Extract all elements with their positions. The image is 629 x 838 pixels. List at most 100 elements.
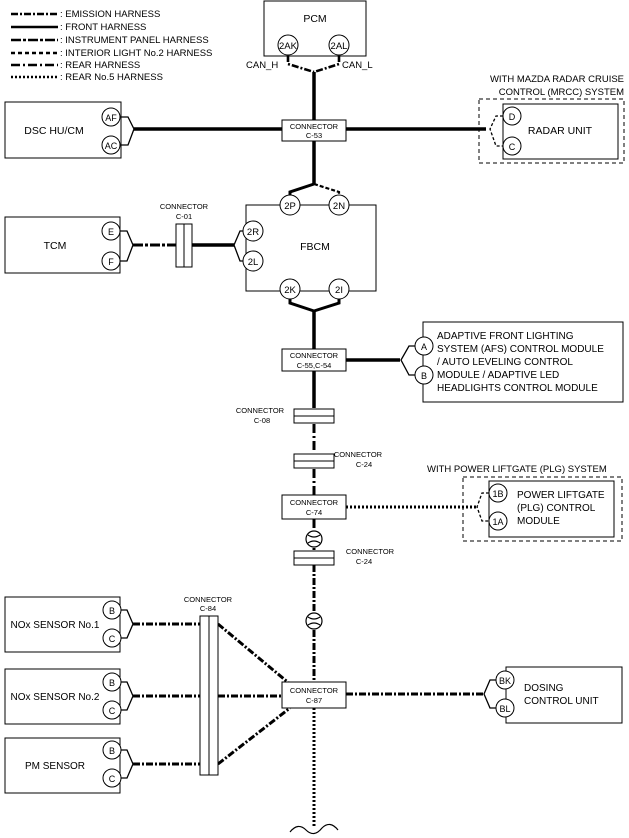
nox1-pin-b bbox=[102, 600, 122, 620]
afs-label-line3: / AUTO LEVELING CONTROL bbox=[437, 357, 573, 368]
wire-fbcm-2k bbox=[288, 298, 315, 313]
fbcm-pin-2p-label: 2P bbox=[284, 201, 296, 212]
pm-pin-c bbox=[102, 768, 122, 788]
legend: : EMISSION HARNESS : FRONT HARNESS : INS… bbox=[11, 9, 212, 83]
legend-rear-label: : REAR HARNESS bbox=[60, 60, 140, 71]
pcm-label: PCM bbox=[303, 13, 326, 25]
plg-pin-1b-label: 1B bbox=[492, 489, 503, 499]
wire-break-symbol bbox=[289, 823, 339, 835]
mrcc-note-line2: CONTROL (MRCC) SYSTEM bbox=[499, 87, 624, 98]
radar-pin-c-label: C bbox=[509, 142, 516, 152]
fbcm-pin-2r-label: 2R bbox=[247, 227, 259, 238]
afs-pin-a bbox=[414, 336, 434, 356]
afs-module[interactable]: ADAPTIVE FRONT LIGHTING SYSTEM (AFS) CON… bbox=[414, 321, 624, 403]
plg-label-line1: POWER LIFTGATE bbox=[517, 490, 605, 501]
fbcm-pin-2l-label: 2L bbox=[248, 257, 259, 268]
connector-c08-id: C-08 bbox=[254, 416, 270, 425]
legend-front-label: : FRONT HARNESS bbox=[60, 22, 146, 33]
connector-c24-lower-id: C-24 bbox=[356, 557, 372, 566]
fbcm-label: FBCM bbox=[300, 241, 330, 253]
connector-c24-upper: CONNECTOR C-24 bbox=[293, 450, 383, 469]
connector-c55-id: C-55,C-54 bbox=[297, 361, 332, 370]
connector-c24-upper-label: CONNECTOR bbox=[334, 450, 383, 459]
tcm-label: TCM bbox=[44, 240, 67, 252]
fbcm-module[interactable]: FBCM 2P 2N 2R 2L 2K 2I bbox=[242, 194, 377, 300]
pm-pin-c-label: C bbox=[109, 774, 116, 784]
wire-c84-c87-3 bbox=[217, 706, 291, 766]
nox-sensor-1[interactable]: NOx SENSOR No.1 B C bbox=[4, 596, 122, 653]
nox1-pin-c-label: C bbox=[109, 634, 116, 644]
dsc-label: DSC HU/CM bbox=[24, 125, 84, 137]
radar-module[interactable]: RADAR UNIT D C bbox=[502, 103, 619, 160]
dosing-label-line2: CONTROL UNIT bbox=[524, 696, 599, 707]
connector-c84: CONNECTOR C-84 bbox=[184, 595, 233, 776]
mrcc-note-line1: WITH MAZDA RADAR CRUISE bbox=[490, 74, 624, 85]
plg-label-line2: (PLG) CONTROL bbox=[517, 503, 596, 514]
fbcm-pin-2i bbox=[328, 278, 350, 300]
connector-c53: CONNECTOR C-53 bbox=[281, 119, 347, 142]
dosing-pin-bk bbox=[495, 670, 515, 690]
plg-note: WITH POWER LIFTGATE (PLG) SYSTEM bbox=[427, 464, 607, 475]
pcm-pin-2al bbox=[328, 34, 350, 56]
dosing-pin-bk-label: BK bbox=[499, 676, 511, 686]
fbcm-pin-2n-label: 2N bbox=[333, 201, 345, 212]
wire-nox2-split bbox=[121, 681, 134, 711]
fbcm-pin-2r bbox=[242, 220, 264, 242]
nox2-pin-c-label: C bbox=[109, 706, 116, 716]
wire-pcm-l bbox=[313, 55, 341, 74]
dosing-pin-bl bbox=[495, 698, 515, 718]
nox1-pin-b-label: B bbox=[109, 606, 115, 616]
afs-pin-b-label: B bbox=[421, 371, 427, 381]
fbcm-pin-2k-label: 2K bbox=[284, 285, 296, 296]
connector-c55-label: CONNECTOR bbox=[290, 351, 339, 360]
wiring bbox=[120, 55, 503, 835]
afs-label-line4: MODULE / ADAPTIVE LED bbox=[437, 370, 559, 381]
pm-sensor[interactable]: PM SENSOR B C bbox=[4, 737, 122, 794]
connector-c01-label: CONNECTOR bbox=[160, 202, 209, 211]
connector-c24-upper-id: C-24 bbox=[356, 460, 372, 469]
wire-fbcm-2i bbox=[313, 298, 341, 313]
wire-plg-split bbox=[476, 492, 489, 522]
radar-label: RADAR UNIT bbox=[528, 125, 593, 137]
connector-c87: CONNECTOR C-87 bbox=[281, 681, 347, 709]
connector-c84-label: CONNECTOR bbox=[184, 595, 233, 604]
connector-c87-label: CONNECTOR bbox=[290, 686, 339, 695]
afs-label-line1: ADAPTIVE FRONT LIGHTING bbox=[437, 331, 574, 342]
afs-pin-b bbox=[414, 365, 434, 385]
nox1-label: NOx SENSOR No.1 bbox=[11, 620, 100, 631]
nox2-label: NOx SENSOR No.2 bbox=[11, 692, 100, 703]
nox2-pin-b-label: B bbox=[109, 678, 115, 688]
connector-c01-id: C-01 bbox=[176, 212, 192, 221]
legend-emission-label: : EMISSION HARNESS bbox=[60, 9, 160, 20]
twisted-pair-icon-lower bbox=[305, 612, 323, 630]
tcm-pin-f bbox=[101, 251, 121, 271]
plg-label-line3: MODULE bbox=[517, 516, 560, 527]
pcm-pin-2ak bbox=[277, 34, 299, 56]
dsc-pin-af bbox=[101, 107, 121, 127]
dosing-label-line1: DOSING bbox=[524, 683, 564, 694]
pcm-module[interactable]: PCM 2AK 2AL bbox=[263, 0, 367, 57]
nox2-pin-b bbox=[102, 672, 122, 692]
tcm-pin-f-label: F bbox=[108, 257, 114, 267]
wire-fbcm-2r-2l bbox=[233, 230, 245, 262]
tcm-pin-e bbox=[101, 221, 121, 241]
dsc-pin-ac bbox=[101, 135, 121, 155]
dsc-module[interactable]: DSC HU/CM AF AC bbox=[4, 101, 122, 159]
nox-sensor-2[interactable]: NOx SENSOR No.2 B C bbox=[4, 668, 122, 725]
can-l-label: CAN_L bbox=[342, 60, 373, 71]
tcm-module[interactable]: TCM E F bbox=[4, 216, 121, 274]
afs-label-line2: SYSTEM (AFS) CONTROL MODULE bbox=[437, 344, 604, 355]
plg-pin-1b bbox=[488, 483, 508, 503]
radar-pin-d-label: D bbox=[509, 112, 516, 122]
connector-c55-c54: CONNECTOR C-55,C-54 bbox=[281, 348, 347, 372]
legend-rear5-label: : REAR No.5 HARNESS bbox=[60, 72, 163, 83]
pm-pin-b bbox=[102, 740, 122, 760]
dosing-control-unit[interactable]: DOSING CONTROL UNIT BK BL bbox=[495, 666, 623, 724]
connector-c08: CONNECTOR C-08 bbox=[236, 406, 335, 425]
pcm-pin-2al-label: 2AL bbox=[331, 41, 348, 52]
mrcc-optional-frame bbox=[478, 98, 625, 164]
connector-c24-lower: CONNECTOR C-24 bbox=[293, 547, 395, 566]
connector-c74: CONNECTOR C-74 bbox=[281, 494, 347, 520]
plg-pin-1a-label: 1A bbox=[492, 517, 503, 527]
plg-module[interactable]: POWER LIFTGATE (PLG) CONTROL MODULE 1B 1… bbox=[488, 480, 615, 538]
